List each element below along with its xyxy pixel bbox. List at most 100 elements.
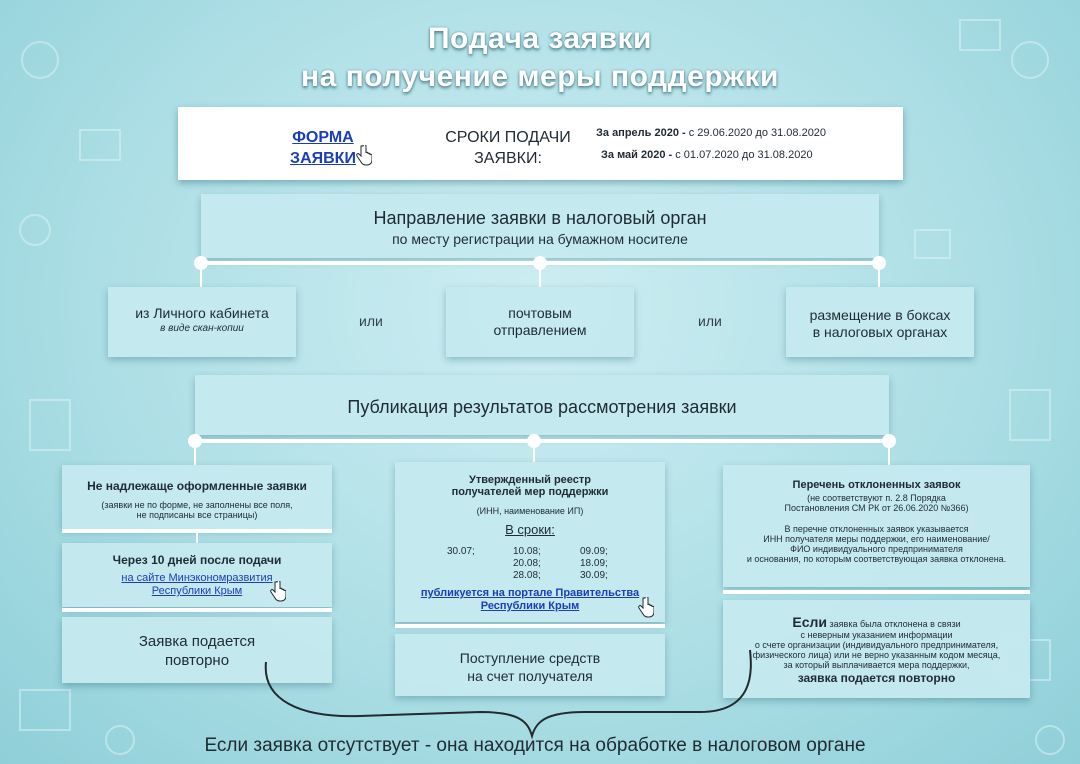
registry-note: (ИНН, наименование ИП) xyxy=(476,506,584,516)
rejected-desc4: и основания, по которым соответствующая … xyxy=(746,554,1007,564)
option-postal-line1: почтовым xyxy=(508,305,572,321)
date-item: 28.08; xyxy=(513,570,541,581)
form-link[interactable]: ФОРМА ЗАЯВКИ xyxy=(278,127,368,169)
connector-dot xyxy=(533,256,547,270)
registry-heading-line2: получателей мер поддержки xyxy=(451,486,609,498)
option-postal: почтовым отправлением xyxy=(446,287,634,357)
date-item: 30.09; xyxy=(580,570,608,581)
pointer-hand-icon xyxy=(270,581,286,602)
or-label: или xyxy=(359,313,383,329)
separator xyxy=(62,608,332,612)
rejected-desc2: ИНН получателя меры поддержки, его наиме… xyxy=(763,534,990,544)
if-rest: заявка была отклонена в связи xyxy=(829,619,961,629)
ten-days-title: Через 10 дней после подачи xyxy=(112,553,282,567)
option-boxes: размещение в боксах в налоговых органах xyxy=(786,287,974,357)
pointer-hand-icon xyxy=(638,597,654,618)
may-dates: с 01.07.2020 до 31.08.2020 xyxy=(675,149,813,161)
page-title: Подача заявки на получение меры поддержк… xyxy=(0,20,1080,96)
rejected-desc3: ФИО индивидуального предпринимателя xyxy=(790,544,963,554)
resubmit-line1: Заявка подается xyxy=(138,633,256,650)
pointer-hand-icon xyxy=(356,145,372,166)
separator xyxy=(395,624,665,628)
connector-dot xyxy=(188,434,202,448)
page-title-line2: на получение меры поддержки xyxy=(300,60,779,93)
publication-title: Публикация результатов рассмотрения заяв… xyxy=(347,397,737,417)
publication-panel: Публикация результатов рассмотрения заяв… xyxy=(195,375,889,435)
connector-line xyxy=(194,443,196,465)
submission-subtitle: по месту регистрации на бумажном носител… xyxy=(392,231,688,247)
rejected-panel: Перечень отклоненных заявок (не соответс… xyxy=(723,465,1030,587)
connector-line xyxy=(195,439,889,443)
date-item: 20.08; xyxy=(513,558,541,569)
ten-days-panel: Через 10 дней после подачи на сайте Минэ… xyxy=(62,543,332,607)
funds-panel: Поступление средств на счет получателя xyxy=(395,634,665,696)
rejected-if-line3: о счете организации (индивидуального пре… xyxy=(754,640,999,650)
rejected-if-line5: за который выплачивается мера поддержки, xyxy=(783,660,970,670)
april-dates: с 29.06.2020 до 31.08.2020 xyxy=(688,127,827,139)
registry-panel: Утвержденный реестр получателей мер подд… xyxy=(395,462,665,622)
date-item: 10.08; xyxy=(513,546,541,557)
rejected-if-line6: заявка подается повторно xyxy=(797,671,956,685)
page-title-line1: Подача заявки xyxy=(427,22,652,55)
improper-applications-note2: не подписаны все страницы) xyxy=(136,510,258,520)
date-item: 30.07; xyxy=(447,546,475,557)
resubmit-line2: повторно xyxy=(164,652,230,669)
improper-applications-heading: Не надлежаще оформленные заявки xyxy=(87,479,307,493)
may-label: За май 2020 - xyxy=(601,149,673,161)
ministry-site-link-line2[interactable]: Республики Крым xyxy=(151,585,243,597)
option-personal-account-line2: в виде скан-копии xyxy=(160,323,244,334)
connector-line xyxy=(196,533,198,543)
improper-applications-note1: (заявки не по форме, не заполнены все по… xyxy=(101,500,293,510)
resubmit-panel: Заявка подается повторно xyxy=(62,617,332,683)
registry-deadlines-title: В сроки: xyxy=(505,522,555,537)
submission-title: Направление заявки в налоговый орган xyxy=(373,208,707,228)
improper-applications-panel: Не надлежаще оформленные заявки (заявки … xyxy=(62,465,332,529)
rejected-note1: (не соответствуют п. 2.8 Порядка xyxy=(807,493,946,503)
rejected-reason-panel: Если заявка была отклонена в связи с нев… xyxy=(723,600,1030,698)
rejected-desc1: В перечне отклоненных заявок указывается xyxy=(784,524,969,534)
option-personal-account: из Личного кабинета в виде скан-копии xyxy=(108,287,296,357)
ministry-site-link[interactable]: на сайте Минэкономразвития Республики Кр… xyxy=(62,572,332,598)
funds-line1: Поступление средств xyxy=(459,650,601,666)
rejected-if-line1: Если заявка была отклонена в связи xyxy=(723,614,1030,630)
separator xyxy=(62,529,332,533)
government-portal-link-line1[interactable]: публикуется на портале Правительства xyxy=(420,587,640,599)
april-label: За апрель 2020 - xyxy=(596,127,686,139)
government-portal-link[interactable]: публикуется на портале Правительства Рес… xyxy=(400,587,660,613)
form-link-line2[interactable]: ЗАЯВКИ xyxy=(290,150,356,167)
if-word: Если xyxy=(792,614,828,630)
connector-line xyxy=(200,265,202,289)
connector-dot xyxy=(882,434,896,448)
separator xyxy=(723,590,1030,594)
deadlines-label: СРОКИ ПОДАЧИ ЗАЯВКИ: xyxy=(433,127,583,169)
connector-line xyxy=(878,265,880,289)
option-postal-line2: отправлением xyxy=(493,322,587,338)
connector-dot xyxy=(872,256,886,270)
or-label: или xyxy=(698,313,722,329)
connector-dot xyxy=(527,434,541,448)
option-boxes-line2: в налоговых органах xyxy=(812,324,948,340)
april-deadline: За апрель 2020 - с 29.06.2020 до 31.08.2… xyxy=(596,127,826,139)
ministry-site-link-line1[interactable]: на сайте Минэкономразвития xyxy=(121,572,273,584)
date-item: 18.09; xyxy=(580,558,608,569)
connector-line xyxy=(539,265,541,289)
deadlines-label-line1: СРОКИ ПОДАЧИ xyxy=(445,129,571,146)
funds-line2: на счет получателя xyxy=(467,668,593,684)
connector-line xyxy=(533,443,535,463)
date-item: 09.09; xyxy=(580,546,608,557)
connector-line xyxy=(888,443,890,465)
footer-note: Если заявка отсутствует - она находится … xyxy=(204,735,866,756)
header-panel: ФОРМА ЗАЯВКИ СРОКИ ПОДАЧИ ЗАЯВКИ: За апр… xyxy=(178,107,903,180)
may-deadline: За май 2020 - с 01.07.2020 до 31.08.2020 xyxy=(601,149,813,161)
option-boxes-line1: размещение в боксах xyxy=(809,307,951,323)
rejected-note2: Постановления СМ РК от 26.06.2020 №366) xyxy=(784,503,969,513)
connector-dot xyxy=(194,256,208,270)
submission-panel: Направление заявки в налоговый орган по … xyxy=(201,194,879,258)
rejected-if-line2: с неверным указанием информации xyxy=(800,630,953,640)
option-personal-account-line1: из Личного кабинета xyxy=(135,305,269,321)
government-portal-link-line2[interactable]: Республики Крым xyxy=(480,600,580,612)
form-link-line1[interactable]: ФОРМА xyxy=(292,129,354,146)
rejected-heading: Перечень отклоненных заявок xyxy=(792,479,961,491)
deadlines-label-line2: ЗАЯВКИ: xyxy=(474,150,542,167)
rejected-if-line4: физического лица) или не верно указанным… xyxy=(752,650,1001,660)
